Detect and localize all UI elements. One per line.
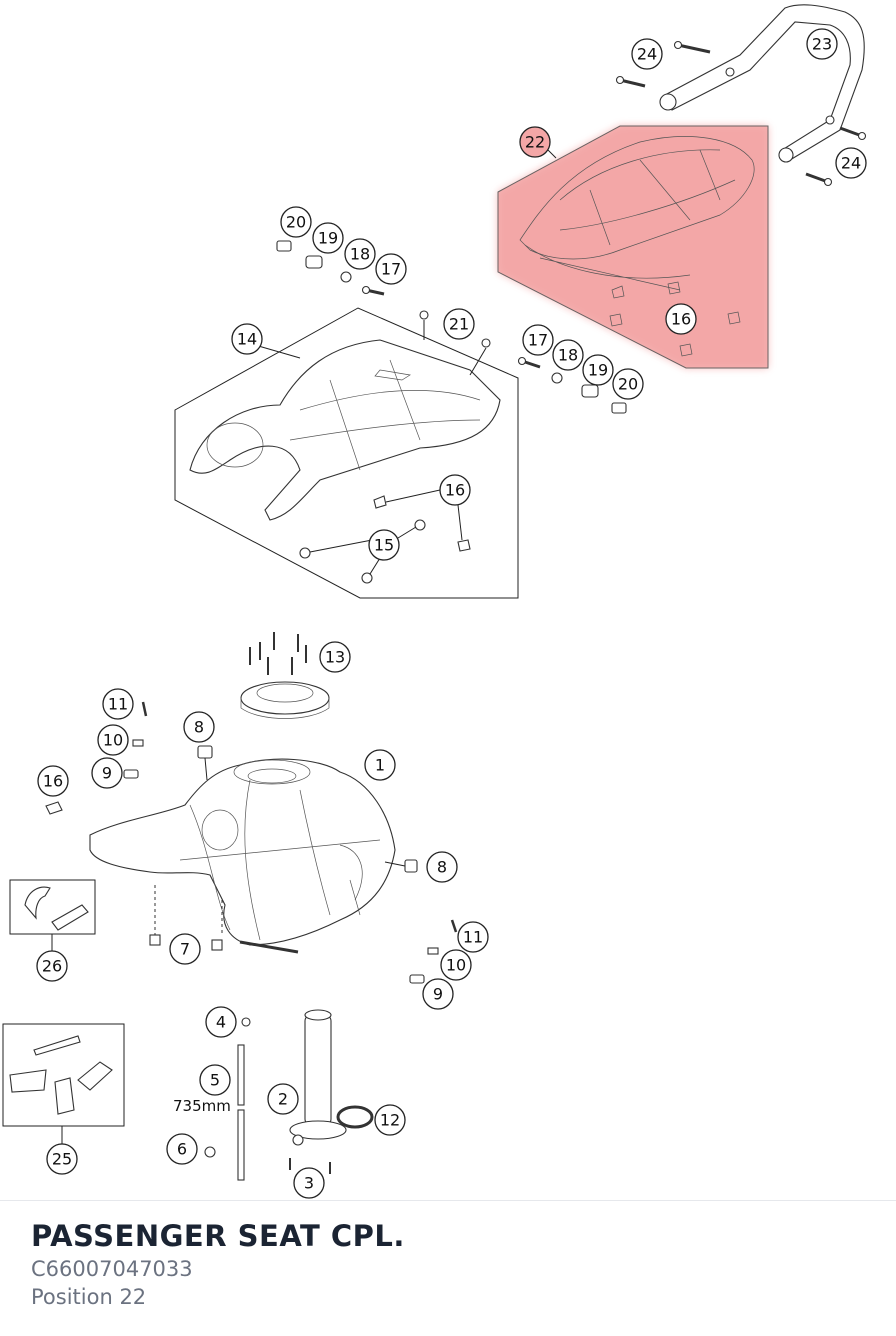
svg-text:12: 12 bbox=[380, 1111, 400, 1130]
svg-text:17: 17 bbox=[528, 331, 548, 350]
rider-seat-group bbox=[174, 307, 519, 599]
svg-text:6: 6 bbox=[177, 1140, 187, 1159]
callout-5[interactable]: 5 bbox=[199, 1064, 231, 1096]
callout-9-right[interactable]: 9 bbox=[422, 978, 454, 1010]
callout-1[interactable]: 1 bbox=[364, 749, 396, 781]
exploded-parts-diagram: 735mm 1 2 3 4 5 6 7 8 8 9 9 10 10 11 11 … bbox=[2, 4, 867, 1199]
callout-16-tank[interactable]: 16 bbox=[37, 765, 69, 797]
svg-text:15: 15 bbox=[374, 536, 394, 555]
svg-text:25: 25 bbox=[52, 1150, 72, 1169]
kit-26 bbox=[9, 879, 96, 952]
callout-11-left[interactable]: 11 bbox=[102, 688, 134, 720]
svg-text:11: 11 bbox=[463, 928, 483, 947]
svg-text:9: 9 bbox=[433, 985, 443, 1004]
callout-17-left[interactable]: 17 bbox=[375, 253, 407, 285]
svg-text:16: 16 bbox=[445, 481, 465, 500]
svg-text:18: 18 bbox=[558, 346, 578, 365]
svg-text:11: 11 bbox=[108, 695, 128, 714]
callout-19-right[interactable]: 19 bbox=[582, 354, 614, 386]
callout-12[interactable]: 12 bbox=[374, 1104, 406, 1136]
svg-text:10: 10 bbox=[446, 956, 466, 975]
callout-18-right[interactable]: 18 bbox=[552, 339, 584, 371]
callout-6[interactable]: 6 bbox=[166, 1133, 198, 1165]
svg-text:19: 19 bbox=[318, 229, 338, 248]
svg-text:1: 1 bbox=[375, 756, 385, 775]
callout-25[interactable]: 25 bbox=[46, 1143, 78, 1175]
part-number: C66007047033 bbox=[31, 1257, 193, 1281]
callout-20-right[interactable]: 20 bbox=[612, 368, 644, 400]
kit-25 bbox=[2, 1023, 125, 1144]
callout-9-left[interactable]: 9 bbox=[91, 757, 123, 789]
fuel-tank-group bbox=[45, 632, 458, 984]
svg-text:24: 24 bbox=[841, 154, 861, 173]
svg-text:16: 16 bbox=[43, 772, 63, 791]
callout-26[interactable]: 26 bbox=[36, 950, 68, 982]
svg-text:13: 13 bbox=[325, 648, 345, 667]
svg-text:8: 8 bbox=[194, 718, 204, 737]
svg-text:18: 18 bbox=[350, 245, 370, 264]
part-name: PASSENGER SEAT CPL. bbox=[31, 1219, 405, 1253]
svg-text:21: 21 bbox=[449, 315, 469, 334]
callout-14[interactable]: 14 bbox=[231, 323, 263, 355]
svg-text:7: 7 bbox=[180, 940, 190, 959]
svg-text:5: 5 bbox=[210, 1071, 220, 1090]
grab-handle bbox=[659, 4, 865, 163]
callout-20-left[interactable]: 20 bbox=[280, 206, 312, 238]
svg-text:23: 23 bbox=[812, 35, 832, 54]
callout-8-top[interactable]: 8 bbox=[183, 711, 215, 743]
svg-text:8: 8 bbox=[437, 858, 447, 877]
callout-11-right[interactable]: 11 bbox=[457, 921, 489, 953]
svg-text:24: 24 bbox=[637, 45, 657, 64]
svg-text:4: 4 bbox=[216, 1013, 226, 1032]
passenger-seat-group[interactable] bbox=[497, 125, 769, 369]
svg-text:14: 14 bbox=[237, 330, 257, 349]
svg-text:20: 20 bbox=[618, 375, 638, 394]
callout-19-left[interactable]: 19 bbox=[312, 222, 344, 254]
callout-4[interactable]: 4 bbox=[205, 1006, 237, 1038]
callout-17-right[interactable]: 17 bbox=[522, 324, 554, 356]
svg-text:17: 17 bbox=[381, 260, 401, 279]
callout-8-right[interactable]: 8 bbox=[426, 851, 458, 883]
callout-7[interactable]: 7 bbox=[169, 933, 201, 965]
svg-text:2: 2 bbox=[278, 1090, 288, 1109]
svg-text:22: 22 bbox=[525, 133, 545, 152]
callout-24-right[interactable]: 24 bbox=[835, 147, 867, 179]
bolt-pair-24 bbox=[615, 40, 867, 187]
hose-length-label: 735mm bbox=[173, 1097, 231, 1115]
callout-13[interactable]: 13 bbox=[319, 641, 351, 673]
callout-23[interactable]: 23 bbox=[806, 28, 838, 60]
svg-text:3: 3 bbox=[304, 1174, 314, 1193]
fastener-set-left bbox=[276, 240, 385, 296]
callout-21[interactable]: 21 bbox=[443, 308, 475, 340]
svg-text:9: 9 bbox=[102, 764, 112, 783]
callout-2[interactable]: 2 bbox=[267, 1083, 299, 1115]
callout-16-rider-seat[interactable]: 16 bbox=[439, 474, 471, 506]
callout-10-right[interactable]: 10 bbox=[440, 949, 472, 981]
selected-part-panel: PASSENGER SEAT CPL. C66007047033 Positio… bbox=[0, 1200, 896, 1336]
svg-text:16: 16 bbox=[671, 310, 691, 329]
callout-3[interactable]: 3 bbox=[293, 1167, 325, 1199]
svg-text:19: 19 bbox=[588, 361, 608, 380]
position-label: Position 22 bbox=[31, 1285, 147, 1309]
callout-16-passenger-seat[interactable]: 16 bbox=[665, 303, 697, 335]
fuel-pump-group: 735mm bbox=[173, 1009, 374, 1181]
fastener-set-right bbox=[517, 356, 627, 414]
callout-22-selected[interactable]: 22 bbox=[519, 126, 551, 158]
callout-10-left[interactable]: 10 bbox=[97, 724, 129, 756]
svg-text:26: 26 bbox=[42, 957, 62, 976]
callout-24-top[interactable]: 24 bbox=[631, 38, 663, 70]
svg-text:20: 20 bbox=[286, 213, 306, 232]
callout-15[interactable]: 15 bbox=[368, 529, 400, 561]
callout-18-left[interactable]: 18 bbox=[344, 238, 376, 270]
svg-text:10: 10 bbox=[103, 731, 123, 750]
